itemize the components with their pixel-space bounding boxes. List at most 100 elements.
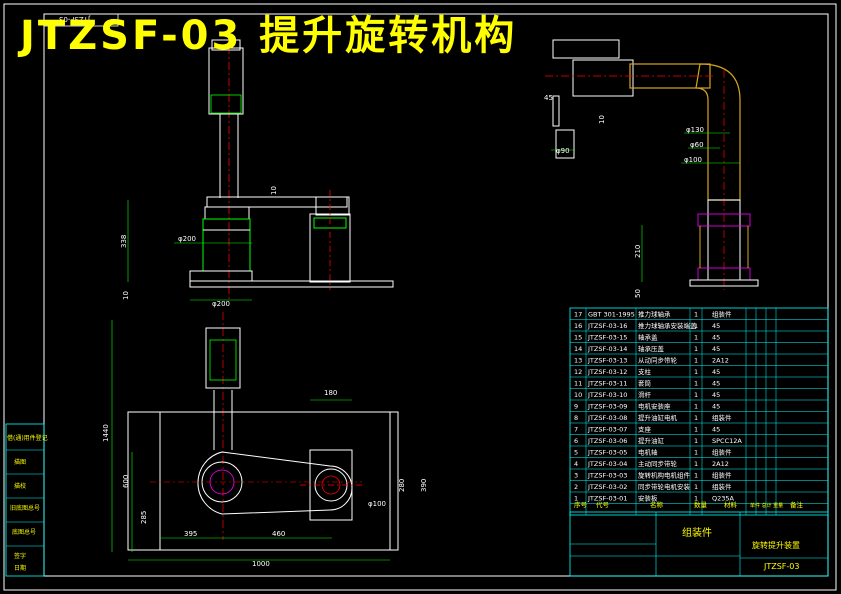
dim-460: 460 <box>272 530 285 538</box>
dim-phi130: φ130 <box>686 126 704 134</box>
bom-row-no: 9 <box>574 403 578 411</box>
title-block-assembly: 组装件 <box>682 526 712 539</box>
bom-row-no: 3 <box>574 472 578 480</box>
plan-view: 180 1440 600 285 280 390 φ100 395 460 10… <box>102 312 428 568</box>
bom-row-material: 45 <box>712 391 720 399</box>
title-block-drawing-no: JTZSF-03 <box>763 562 799 571</box>
top-left-stamp-box <box>43 13 119 27</box>
bom-row-no: 16 <box>574 322 582 330</box>
bom-row-material: 45 <box>712 345 720 353</box>
bom-row-no: 15 <box>574 334 582 342</box>
bom-row-code: JTZSF-03-16 <box>587 322 627 330</box>
side-label-0: 借(通)用件登记 <box>7 434 48 442</box>
dim-10-side: 10 <box>598 115 606 124</box>
side-label-4: 日期 <box>14 564 26 572</box>
bom-row-material: 组装件 <box>712 413 732 422</box>
bom-row-material: 45 <box>712 426 720 434</box>
side-label-1: 旧底图总号 <box>10 504 40 512</box>
top-left-stamp: JTZSF-03 <box>59 15 91 23</box>
bom-row-qty: 1 <box>694 322 698 330</box>
bom-row-qty: 1 <box>694 334 698 342</box>
bom-row-material: 组装件 <box>712 310 732 319</box>
bom-header-no: 序号 <box>574 500 588 509</box>
bom-row-qty: 1 <box>694 472 698 480</box>
dim-45: 45 <box>544 94 553 102</box>
bom-row-no: 12 <box>574 368 582 376</box>
bom-row-name: 提升油缸 <box>638 436 665 445</box>
bom-row-qty: 1 <box>694 345 698 353</box>
bom-row-name: 滑杆 <box>638 390 652 399</box>
title-block-name: 旋转提升装置 <box>752 540 800 550</box>
bom-row-code: JTZSF-03-07 <box>587 426 627 434</box>
bom-row-name: 从动同步带轮 <box>638 356 678 365</box>
bom-row-material: 组装件 <box>712 482 732 491</box>
bom-row-material: 2A12 <box>712 357 729 365</box>
dim-10a: 10 <box>270 186 278 195</box>
dim-280: 280 <box>398 479 406 492</box>
bom-row-no: 14 <box>574 345 582 353</box>
bom-row-name: 轴承压盖 <box>638 344 665 353</box>
dim-285: 285 <box>140 511 148 524</box>
bom-row-material: 45 <box>712 380 720 388</box>
bom-row-code: JTZSF-03-04 <box>587 460 627 468</box>
bom-row-no: 11 <box>574 380 582 388</box>
dim-phi100-side: φ100 <box>684 156 702 164</box>
dim-180: 180 <box>324 389 337 397</box>
side-label-3: 签字 <box>14 552 26 560</box>
bom-row-no: 7 <box>574 426 578 434</box>
bom-row-qty: 1 <box>694 483 698 491</box>
bom-row-no: 1 <box>574 495 578 503</box>
bom-row-qty: 1 <box>694 460 698 468</box>
dim-phi90: φ90 <box>556 147 570 155</box>
dim-phi100-plan: φ100 <box>368 500 386 508</box>
bom-row-code: JTZSF-03-06 <box>587 437 627 445</box>
bom-row-name: 支柱 <box>638 367 652 376</box>
dim-phi200-a: φ200 <box>178 235 196 243</box>
bom-row-code: JTZSF-03-11 <box>587 380 627 388</box>
bom-row-qty: 1 <box>694 403 698 411</box>
dim-395: 395 <box>184 530 197 538</box>
bom-row-name: 提升油缸电机 <box>638 413 678 422</box>
front-view: 338 10 φ200 10 φ200 <box>120 30 394 308</box>
bom-row-name: 电机安装座 <box>638 402 671 411</box>
sheet-border <box>3 3 837 591</box>
drawing-frame <box>43 13 829 577</box>
bom-row-material: Q235A <box>712 495 735 503</box>
dim-phi200-b: φ200 <box>212 300 230 308</box>
bom-row-name: 安装板 <box>638 494 658 503</box>
title-block: 组装件 旋转提升装置 JTZSF-03 <box>569 511 829 577</box>
side-label-5: 描图 <box>14 458 26 466</box>
bom-row-qty: 1 <box>694 449 698 457</box>
bom-row-no: 5 <box>574 449 578 457</box>
bom-row-qty: 1 <box>694 391 698 399</box>
bom-row-no: 8 <box>574 414 578 422</box>
side-label-2: 底图总号 <box>12 528 36 536</box>
dim-390: 390 <box>420 479 428 492</box>
bom-row-material: 组装件 <box>712 448 732 457</box>
bom-row-code: JTZSF-03-03 <box>587 472 627 480</box>
dim-338: 338 <box>120 235 128 248</box>
bom-row-name: 同步带轮电机安装 <box>638 482 691 491</box>
left-side-panel: 借(通)用件登记 旧底图总号 底图总号 签字 日期 描图 描校 <box>5 423 48 577</box>
bom-row-code: JTZSF-03-10 <box>587 391 627 399</box>
dim-phi60: φ60 <box>690 141 704 149</box>
bom-row-name: 支座 <box>638 425 652 434</box>
bom-row-material: 45 <box>712 368 720 376</box>
drawing-title: JTZSF-03 提升旋转机构 <box>20 13 518 59</box>
dim-50: 50 <box>634 289 642 298</box>
bom-row-code: JTZSF-03-02 <box>587 483 627 491</box>
bom-row-qty: 1 <box>694 368 698 376</box>
bom-row-material: 45 <box>712 322 720 330</box>
bom-row-qty: 1 <box>694 437 698 445</box>
dim-1440: 1440 <box>102 424 110 442</box>
bom-row-code: JTZSF-03-08 <box>587 414 627 422</box>
bom-row-name: 旋转机构电机组件 <box>638 471 691 480</box>
bom-row-material: 2A12 <box>712 460 729 468</box>
bom-row-name: 主动同步带轮 <box>638 459 678 468</box>
bom-row-qty: 1 <box>694 357 698 365</box>
bom-header-code: 代号 <box>596 500 610 509</box>
bom-row-no: 17 <box>574 311 582 319</box>
side-view: 45 10 φ90 φ130 φ60 φ100 210 50 <box>544 39 759 298</box>
